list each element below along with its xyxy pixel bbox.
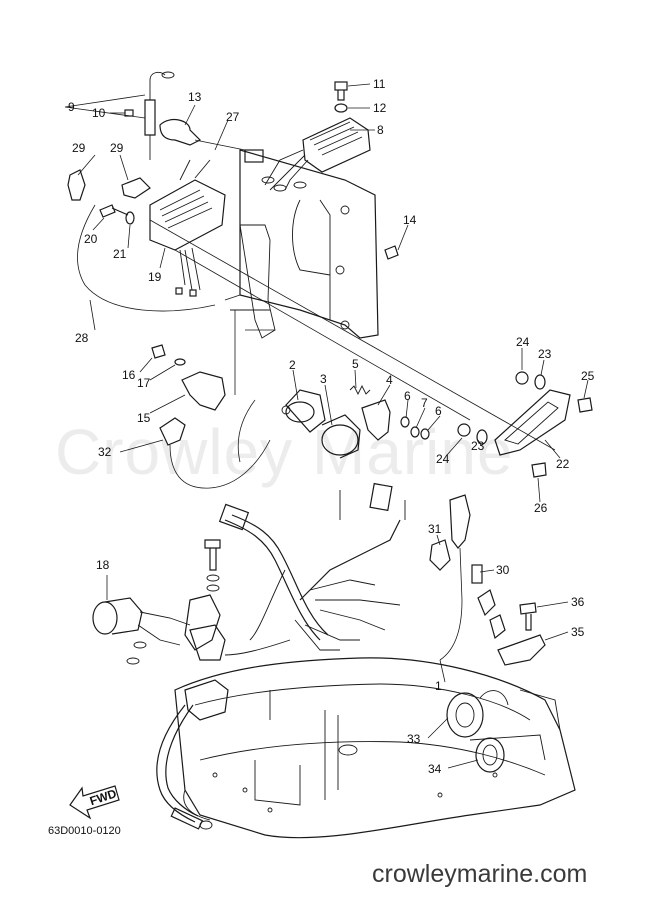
watermark-text: Crowley Marine	[55, 416, 514, 488]
callout-14: 14	[403, 213, 417, 227]
callout-6b: 6	[435, 404, 442, 418]
grommet-33	[446, 690, 509, 738]
plate-22	[494, 389, 571, 456]
callout-8: 8	[377, 123, 384, 137]
holder-bracket	[184, 594, 221, 651]
callout-32: 32	[98, 445, 112, 459]
screw-14	[384, 245, 399, 260]
cap-29-right	[121, 177, 151, 199]
callout-6a: 6	[404, 389, 411, 403]
callout-36: 36	[571, 595, 585, 609]
callout-13: 13	[188, 90, 202, 104]
callout-33: 33	[407, 732, 421, 746]
boot	[189, 624, 226, 661]
callout-2: 2	[289, 358, 296, 372]
cdi-unit	[149, 159, 226, 297]
cap-mid	[477, 589, 496, 617]
callout-24a: 24	[516, 335, 530, 349]
callout-21: 21	[113, 247, 127, 261]
bracket-35	[497, 634, 546, 666]
grommet-24a	[515, 371, 529, 385]
callout-5: 5	[352, 357, 359, 371]
callout-27: 27	[226, 110, 240, 124]
website-link[interactable]: crowleymarine.com	[372, 860, 588, 888]
mounting-bracket	[224, 149, 379, 395]
callout-19: 19	[148, 270, 162, 284]
bolt-harness	[204, 539, 221, 592]
callout-35: 35	[571, 625, 585, 639]
callout-12: 12	[373, 101, 387, 115]
callout-28: 28	[75, 331, 89, 345]
spring-5	[349, 384, 371, 396]
wire-28	[77, 204, 216, 312]
washer-17	[174, 358, 186, 366]
callout-10: 10	[92, 106, 106, 120]
rectifier-regulator	[244, 117, 371, 192]
grommet-24b	[457, 423, 471, 437]
callout-11: 11	[373, 77, 386, 91]
wiring-harness	[218, 482, 406, 656]
bushing-30	[471, 564, 483, 584]
cap-29-left	[67, 169, 86, 201]
bolt-25	[577, 397, 593, 413]
callout-24b: 24	[436, 452, 450, 466]
bolt-36	[519, 602, 537, 631]
callout-20: 20	[84, 232, 98, 246]
callout-15: 15	[137, 411, 151, 425]
bolt-26	[531, 462, 547, 478]
callout-30: 30	[496, 563, 510, 577]
callout-34: 34	[428, 762, 442, 776]
callout-1: 1	[435, 679, 442, 693]
callout-18: 18	[96, 558, 110, 572]
callout-23b: 23	[471, 439, 485, 453]
callout-22: 22	[556, 457, 570, 471]
clip-31	[429, 539, 451, 571]
washer-21	[125, 211, 135, 225]
bottom-cowling	[174, 657, 576, 839]
washer-12	[334, 103, 348, 113]
bolt-11	[334, 81, 348, 101]
spring-23a	[534, 374, 546, 390]
callout-23a: 23	[538, 347, 552, 361]
drawing-code: 63D0010-0120	[48, 825, 121, 837]
fwd-arrow-icon: FWD	[69, 785, 120, 820]
callout-numbers: 1 2 3 4 5 6 6 7 8 9 10 11 12 13 14 15 16…	[68, 77, 595, 776]
knob-3	[321, 414, 361, 459]
battery-cable	[156, 704, 213, 830]
cap-low	[489, 614, 506, 640]
spring-23b	[476, 429, 488, 445]
callout-29a: 29	[72, 141, 86, 155]
assembly-lines	[149, 139, 556, 451]
control-box	[184, 679, 229, 721]
callout-26: 26	[534, 501, 548, 515]
callout-17: 17	[137, 376, 151, 390]
connector-18	[92, 597, 191, 665]
nut-6a	[400, 416, 410, 428]
callout-3: 3	[320, 372, 327, 386]
callout-31: 31	[428, 522, 442, 536]
callout-29b: 29	[110, 141, 124, 155]
seal-34	[475, 737, 505, 773]
bolt-16	[151, 344, 166, 359]
callout-7: 7	[421, 396, 428, 410]
cap-32	[159, 417, 186, 446]
callout-9: 9	[68, 100, 75, 114]
nut-6b	[420, 428, 430, 440]
callout-16: 16	[122, 368, 136, 382]
washer-7	[410, 426, 420, 438]
clamp-13	[159, 118, 202, 146]
switch-2	[281, 389, 326, 433]
callout-25: 25	[581, 369, 595, 383]
callout-4: 4	[386, 373, 393, 387]
cap-top	[449, 494, 471, 549]
bolt-20	[99, 204, 129, 218]
leader-lines	[64, 83, 589, 769]
bracket-15	[181, 371, 226, 411]
bracket-4	[361, 399, 391, 441]
